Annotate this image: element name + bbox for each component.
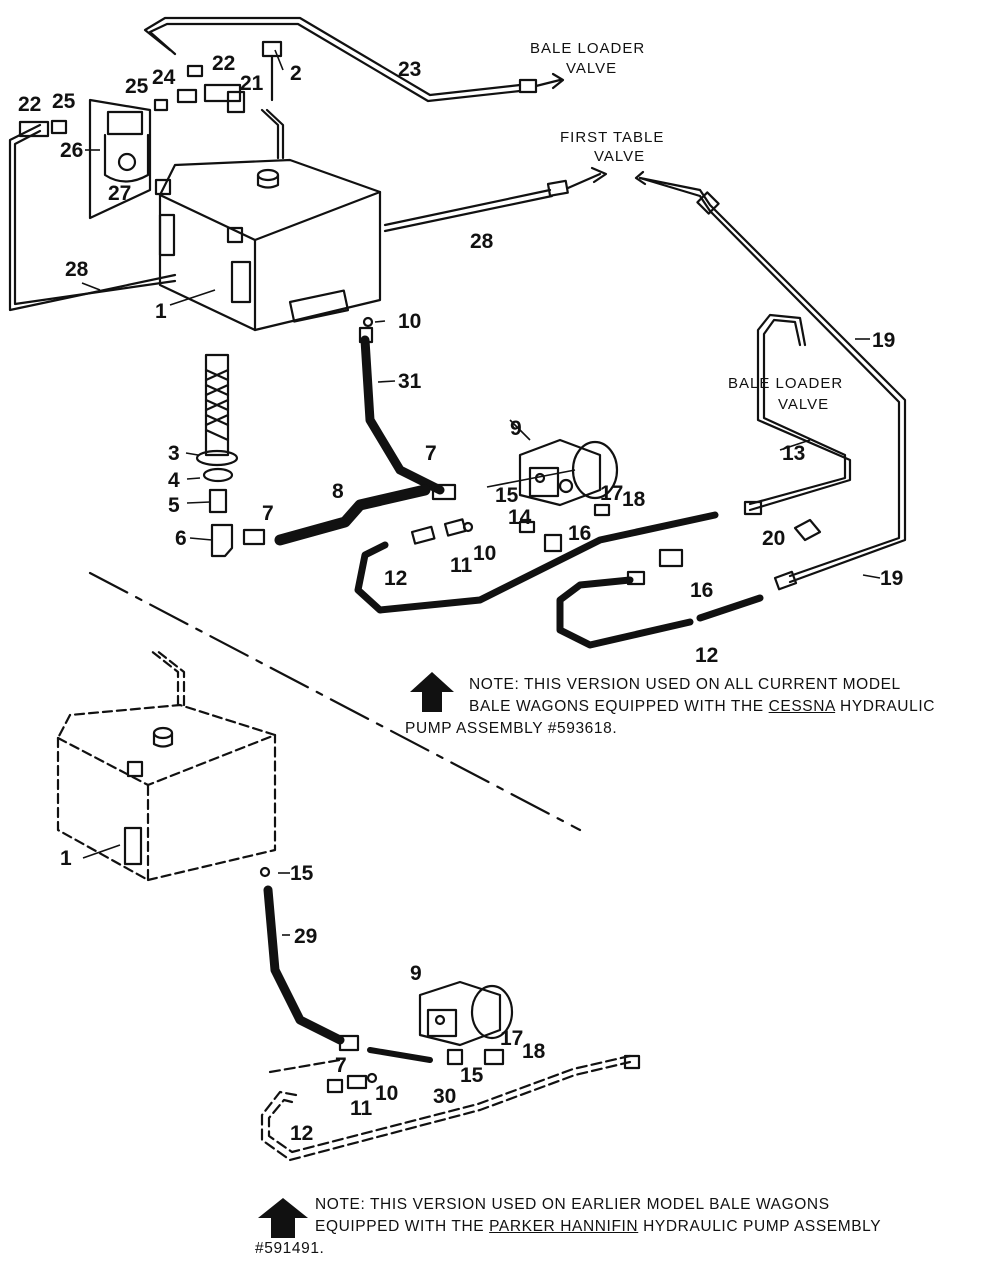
svg-text:31: 31 (398, 370, 422, 393)
svg-text:15: 15 (290, 862, 314, 885)
leader-lines (81, 49, 881, 936)
svg-text:10: 10 (375, 1082, 398, 1105)
svg-text:24: 24 (152, 66, 176, 89)
note-parker-line1: NOTE: THIS VERSION USED ON EARLIER MODEL… (315, 1196, 830, 1213)
suction-hose-31 (360, 335, 445, 495)
callout-first-table-valve: FIRST TABLE VALVE (560, 129, 664, 165)
svg-text:10: 10 (473, 542, 496, 565)
svg-text:21: 21 (240, 72, 264, 95)
svg-text:27: 27 (108, 182, 131, 205)
svg-text:16: 16 (690, 579, 713, 602)
svg-text:BALE LOADER: BALE LOADER (530, 40, 645, 57)
hydraulic-tank (154, 158, 382, 332)
svg-text:BALE LOADER: BALE LOADER (728, 375, 843, 392)
svg-text:25: 25 (125, 75, 149, 98)
svg-text:9: 9 (510, 417, 522, 440)
svg-text:14: 14 (508, 506, 532, 529)
hydraulic-tank-bottom (56, 648, 277, 882)
svg-text:30: 30 (433, 1085, 456, 1108)
note-arrow-top-icon (410, 672, 454, 712)
note-cessna: NOTE: THIS VERSION USED ON ALL CURRENT M… (405, 674, 995, 740)
strainer (195, 353, 266, 558)
svg-text:3: 3 (168, 442, 180, 465)
svg-text:19: 19 (880, 567, 903, 590)
svg-text:11: 11 (350, 1097, 373, 1120)
svg-text:15: 15 (495, 484, 519, 507)
note-parker-line3: #591491. (255, 1240, 325, 1257)
svg-text:18: 18 (522, 1040, 546, 1063)
svg-text:VALVE: VALVE (566, 60, 617, 77)
note-arrow-bottom-icon (258, 1198, 308, 1238)
svg-text:FIRST TABLE: FIRST TABLE (560, 129, 664, 146)
svg-text:9: 9 (410, 962, 422, 985)
callout-bale-loader-valve-top: BALE LOADER VALVE (530, 40, 645, 77)
svg-text:23: 23 (398, 58, 421, 81)
svg-text:4: 4 (168, 469, 180, 492)
svg-text:7: 7 (262, 502, 274, 525)
svg-text:28: 28 (470, 230, 494, 253)
svg-text:7: 7 (425, 442, 437, 465)
svg-text:17: 17 (500, 1027, 523, 1050)
svg-text:22: 22 (18, 93, 41, 116)
svg-text:11: 11 (450, 554, 473, 577)
svg-text:VALVE: VALVE (778, 396, 829, 413)
svg-text:28: 28 (65, 258, 89, 281)
svg-text:19: 19 (872, 329, 895, 352)
svg-text:18: 18 (622, 488, 646, 511)
svg-text:12: 12 (695, 644, 718, 667)
svg-text:17: 17 (600, 482, 623, 505)
svg-text:25: 25 (52, 90, 76, 113)
svg-text:5: 5 (168, 494, 180, 517)
svg-text:12: 12 (290, 1122, 313, 1145)
note-parker: NOTE: THIS VERSION USED ON EARLIER MODEL… (255, 1194, 995, 1260)
svg-text:15: 15 (460, 1064, 484, 1087)
svg-text:7: 7 (335, 1054, 347, 1077)
svg-text:29: 29 (294, 925, 317, 948)
svg-text:6: 6 (175, 527, 187, 550)
svg-text:13: 13 (782, 442, 805, 465)
svg-text:VALVE: VALVE (594, 148, 645, 165)
hydraulic-pump-bottom (418, 980, 514, 1047)
svg-text:26: 26 (60, 139, 83, 162)
svg-text:20: 20 (762, 527, 785, 550)
breather-cap (261, 40, 283, 102)
part-numbers-top: 22 25 26 27 24 22 25 21 2 23 28 1 28 10 … (18, 52, 903, 667)
svg-text:16: 16 (568, 522, 591, 545)
tee-fitting (153, 64, 246, 114)
svg-text:12: 12 (384, 567, 407, 590)
note-parker-line2: EQUIPPED WITH THE PARKER HANNIFIN HYDRAU… (315, 1218, 882, 1235)
note-cessna-line3: PUMP ASSEMBLY #593618. (405, 720, 618, 737)
svg-text:1: 1 (60, 847, 72, 870)
part-numbers-bottom: 1 15 29 9 7 17 18 15 10 11 30 12 (60, 847, 546, 1145)
oil-filter (88, 98, 152, 220)
note-cessna-line1: NOTE: THIS VERSION USED ON ALL CURRENT M… (469, 676, 901, 693)
svg-text:2: 2 (290, 62, 302, 85)
svg-text:1: 1 (155, 300, 167, 323)
callout-bale-loader-valve-mid: BALE LOADER VALVE (728, 375, 843, 413)
note-cessna-line2: BALE WAGONS EQUIPPED WITH THE CESSNA HYD… (469, 698, 936, 715)
svg-text:22: 22 (212, 52, 235, 75)
svg-text:10: 10 (398, 310, 421, 333)
svg-text:8: 8 (332, 480, 344, 503)
